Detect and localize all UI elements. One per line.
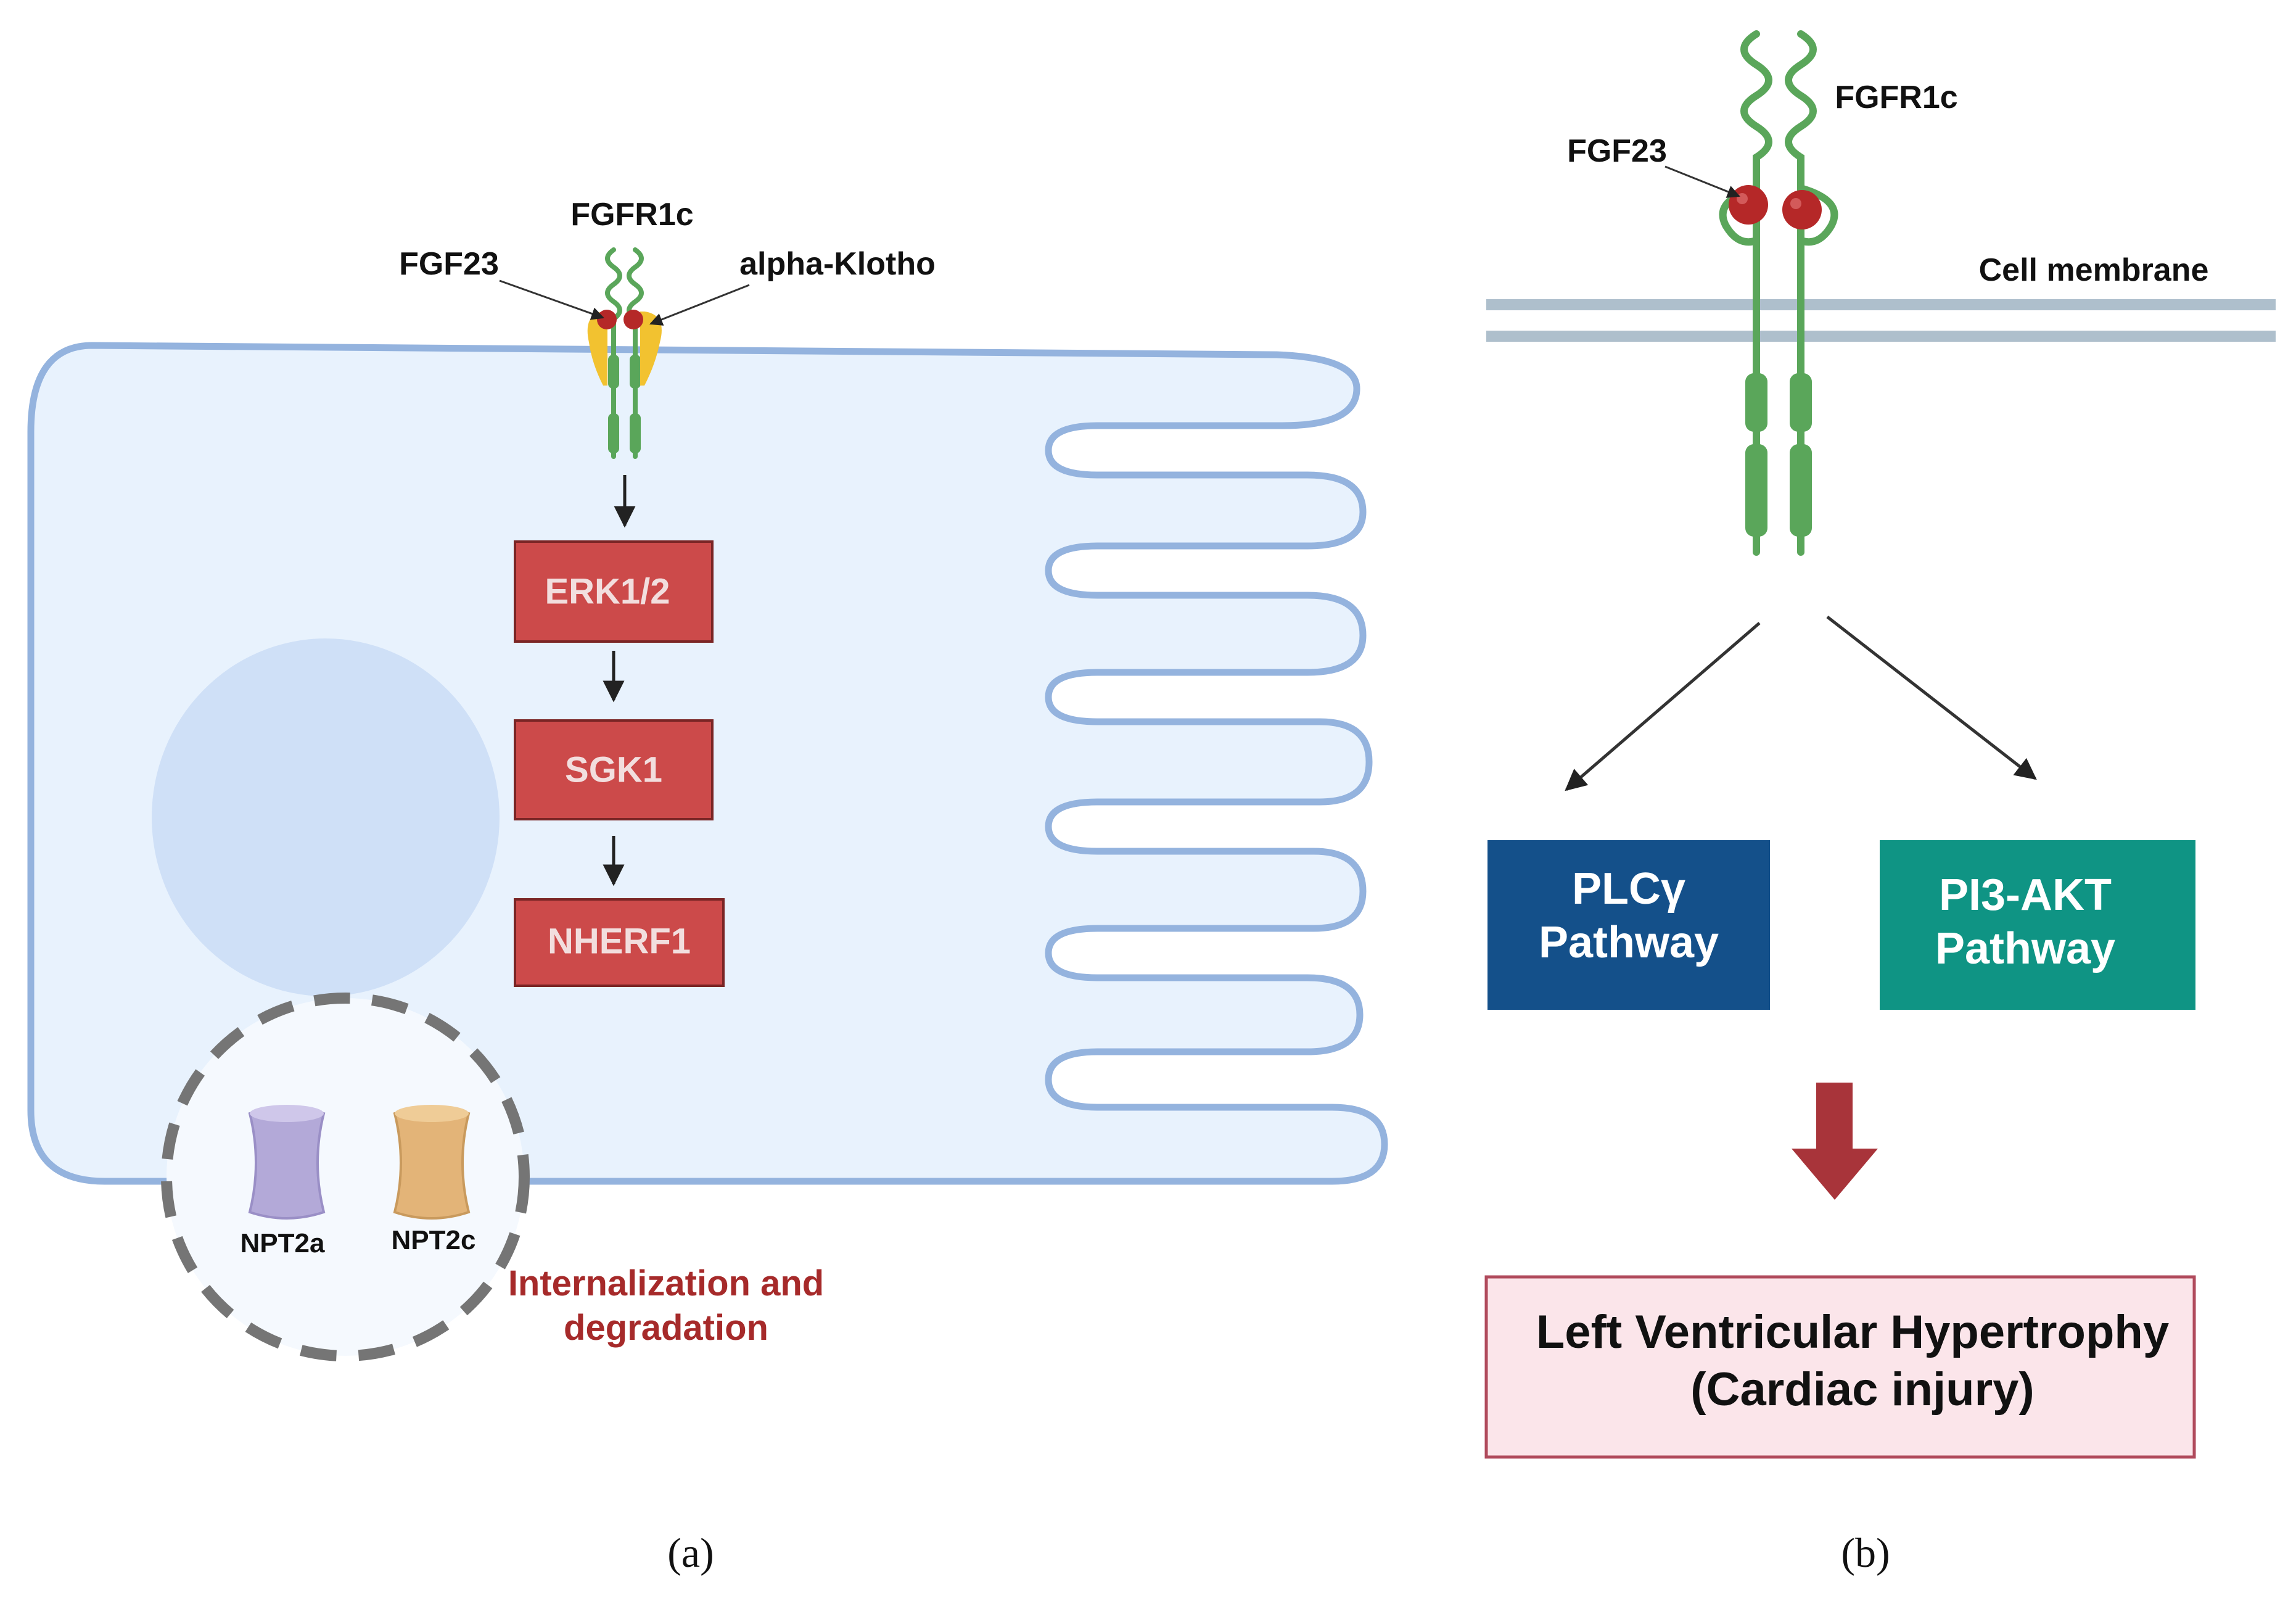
receptor-segment (1745, 373, 1767, 432)
alpha-klotho-left (587, 312, 607, 386)
npt2c-label: NPT2c (392, 1225, 476, 1255)
internalization-label-line1: Internalization and (508, 1263, 824, 1303)
outcome-box (1484, 1275, 2196, 1459)
panel-a-caption: (a) (667, 1529, 714, 1576)
erk12-box (514, 540, 714, 643)
fgf23-ligand-highlight (1790, 198, 1801, 209)
receptor-segment (608, 355, 619, 389)
fgf23-ligand (597, 310, 617, 329)
receptor-segment (1745, 444, 1767, 537)
internalization-label-line2: degradation (564, 1308, 768, 1348)
receptor-segment (1790, 444, 1812, 537)
plc-gamma-pathway-box (1487, 840, 1770, 1010)
fgfr1c-label-b: FGFR1c (1835, 80, 1957, 115)
nherf1-box (514, 898, 725, 987)
panel-a: NPT2a NPT2c FGFR1c FGF23 alpha-Klotho ER… (27, 197, 1388, 1576)
plc-gamma-label-line2: Pathway (1539, 918, 1719, 967)
outcome-arrow (1792, 1083, 1878, 1200)
fgf23-ligand-highlight (1737, 193, 1748, 204)
receptor-segment (630, 355, 641, 389)
fgfr1c-receptor-a (605, 247, 644, 459)
sgk1-box (514, 719, 714, 820)
pi3-akt-label-line1: PI3-AKT (1939, 870, 2112, 920)
sgk1-label: SGK1 (565, 749, 662, 790)
internalization-vesicle (161, 993, 530, 1361)
plc-gamma-label-line1: PLCγ (1572, 864, 1685, 914)
erk12-label: ERK1/2 (545, 571, 670, 611)
nherf1-label: NHERF1 (548, 921, 691, 961)
outcome-label-line1: Left Ventricular Hypertrophy (1536, 1306, 2169, 1358)
pi3-akt-pathway-box (1880, 840, 2195, 1010)
branch-arrow-right (1826, 616, 2037, 780)
cell-membrane-label: Cell membrane (1979, 252, 2209, 288)
pi3-akt-label-line2: Pathway (1935, 924, 2115, 973)
branch-arrow-left (1565, 622, 1761, 791)
panel-b-caption: (b) (1841, 1529, 1890, 1576)
alpha-klotho-leader-line (649, 284, 750, 326)
fgf23-ligand (623, 310, 643, 329)
npt2a-transporter (248, 1105, 326, 1220)
npt2c-transporter (393, 1105, 471, 1220)
panel-b: Cell membrane FGFR1c FGF23 PLCγ Pathway … (1484, 30, 2276, 1576)
receptor-segment (630, 413, 641, 453)
fgf23-label-a: FGF23 (399, 246, 499, 282)
outcome-label-line2: (Cardiac injury) (1690, 1363, 2034, 1416)
fgfr1c-receptor-b (1719, 30, 1838, 556)
nucleus (152, 638, 500, 996)
receptor-segment (608, 413, 619, 453)
alpha-klotho-label: alpha-Klotho (739, 246, 936, 282)
receptor-segment (1790, 373, 1812, 432)
fgf23-label-b: FGF23 (1567, 133, 1667, 169)
fgf23-leader-line (1664, 165, 1740, 198)
fgf23-leader-line (499, 279, 604, 320)
alpha-klotho-right (640, 312, 662, 386)
fgf23-ligand (1729, 185, 1768, 225)
fgf23-ligand (1782, 190, 1822, 229)
npt2a-label: NPT2a (241, 1228, 325, 1258)
fgfr1c-label-a: FGFR1c (570, 197, 693, 233)
